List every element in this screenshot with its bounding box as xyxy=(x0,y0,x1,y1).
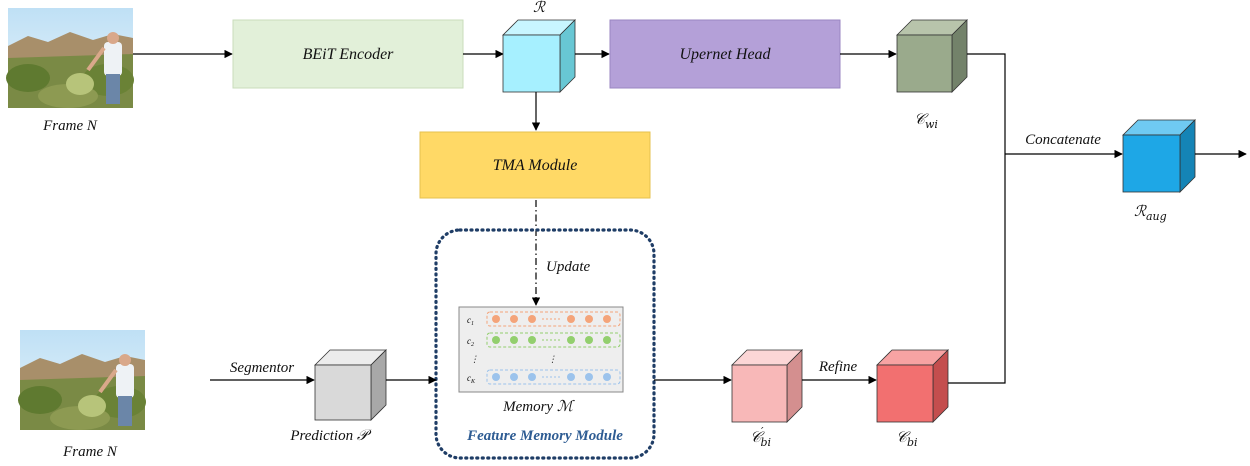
memory-row-c1-label: c1 xyxy=(467,315,474,327)
memory-matrix: c1 c2 ⋮ ⋮ cK xyxy=(458,306,624,393)
frame-bottom-photo xyxy=(16,328,148,432)
update-label: Update xyxy=(546,259,591,275)
refine-label: Refine xyxy=(818,359,858,375)
frame-top-photo xyxy=(4,6,136,110)
tma-module-box: TMA Module xyxy=(419,131,651,199)
memory-row-c1-dots xyxy=(492,315,611,323)
frame-top-label: Frame N xyxy=(42,118,98,134)
memory-row-c2-label: c2 xyxy=(467,336,474,348)
cube-prediction xyxy=(314,349,387,421)
symbol-Cbi: 𝒞bi xyxy=(896,428,918,449)
feature-memory-module-label: Feature Memory Module xyxy=(466,428,623,444)
upernet-head-label: Upernet Head xyxy=(679,46,771,63)
prediction-label: Prediction 𝒫 xyxy=(289,426,372,444)
memory-row-c2 xyxy=(486,332,621,348)
memory-vdots-left: ⋮ xyxy=(470,354,479,364)
beit-encoder-label: BEiT Encoder xyxy=(303,46,395,63)
symbol-Cbi-prime: 𝒞′bi xyxy=(750,425,771,449)
frame-bottom-label: Frame N xyxy=(62,444,118,460)
symbol-Raug: ℛaug xyxy=(1134,202,1167,223)
memory-vdots-mid: ⋮ xyxy=(548,354,557,364)
upernet-head-box: Upernet Head xyxy=(609,19,841,89)
cube-Raug xyxy=(1122,119,1196,193)
symbol-Cwi: 𝒞wi xyxy=(914,110,938,131)
cube-Cbi xyxy=(876,349,949,423)
connector-Cwi-to-concat xyxy=(948,53,1006,384)
memory-row-cK-dots xyxy=(492,373,611,381)
memory-row-c1 xyxy=(486,311,621,327)
cube-R xyxy=(502,19,576,93)
memory-label: Memory ℳ xyxy=(502,397,575,415)
beit-encoder-box: BEiT Encoder xyxy=(232,19,464,89)
cube-Cwi xyxy=(896,19,968,93)
symbol-R: ℛ xyxy=(533,0,546,16)
cube-Cbi-prime xyxy=(731,349,803,423)
tma-module-label: TMA Module xyxy=(493,157,578,174)
concatenate-label: Concatenate xyxy=(1025,132,1101,148)
memory-row-cK-label: cK xyxy=(467,373,476,385)
memory-row-cK xyxy=(486,369,621,385)
feature-memory-module-border xyxy=(434,228,656,460)
segmentor-label: Segmentor xyxy=(230,360,294,376)
memory-row-c2-dots xyxy=(492,336,611,344)
